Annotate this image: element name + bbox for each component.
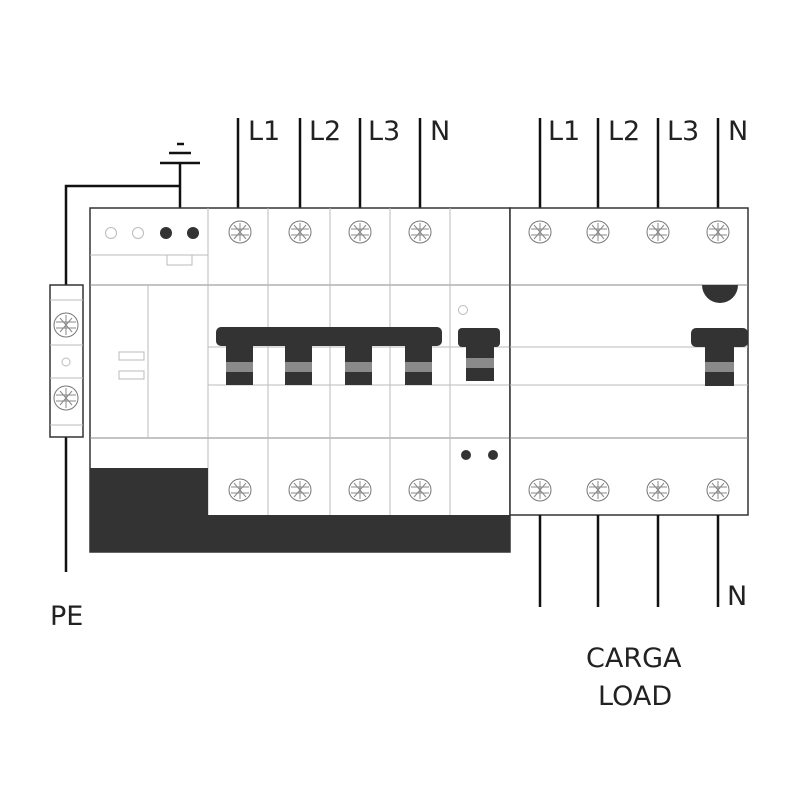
breaker-handle[interactable] (216, 327, 442, 346)
screw-terminal-icon (53, 312, 79, 338)
screw-terminal-icon (53, 385, 79, 411)
pe-terminal-block (49, 284, 84, 438)
screw-terminal-icon (348, 478, 372, 502)
screw-terminal-icon (646, 478, 670, 502)
label-l1-right: L1 (548, 116, 580, 147)
indicator-dot (187, 227, 199, 239)
screw-terminal-icon (706, 478, 730, 502)
indicator-dot (160, 227, 172, 239)
label-l3-right: L3 (667, 116, 699, 147)
screw-terminal-icon (228, 220, 252, 244)
screw-terminal-icon (408, 220, 432, 244)
terminal-screws (53, 220, 730, 502)
screw-terminal-icon (288, 220, 312, 244)
screw-terminal-icon (586, 478, 610, 502)
label-n: N (430, 116, 450, 147)
screw-terminal-icon (528, 478, 552, 502)
rcd-right-module (509, 207, 749, 516)
screw-terminal-icon (408, 478, 432, 502)
label-pe: PE (50, 601, 83, 632)
screw-terminal-icon (706, 220, 730, 244)
load-wires (538, 515, 720, 607)
test-button[interactable] (702, 285, 738, 303)
screw-terminal-icon (288, 478, 312, 502)
earth-wire (64, 184, 180, 285)
screw-terminal-icon (528, 220, 552, 244)
label-n-right: N (728, 116, 748, 147)
label-l1: L1 (248, 116, 280, 147)
screw-terminal-icon (348, 220, 372, 244)
label-load-n: N (727, 581, 747, 612)
label-l2-right: L2 (608, 116, 640, 147)
label-l3: L3 (368, 116, 400, 147)
supply-wires (236, 118, 720, 208)
label-carga: CARGA (586, 643, 682, 674)
label-load: LOAD (598, 681, 672, 712)
screw-terminal-icon (646, 220, 670, 244)
aux-handle[interactable] (458, 328, 500, 347)
ground-icon (160, 142, 200, 208)
rcd-handle[interactable] (691, 328, 748, 347)
screw-terminal-icon (228, 478, 252, 502)
label-l2: L2 (309, 116, 341, 147)
screw-terminal-icon (586, 220, 610, 244)
